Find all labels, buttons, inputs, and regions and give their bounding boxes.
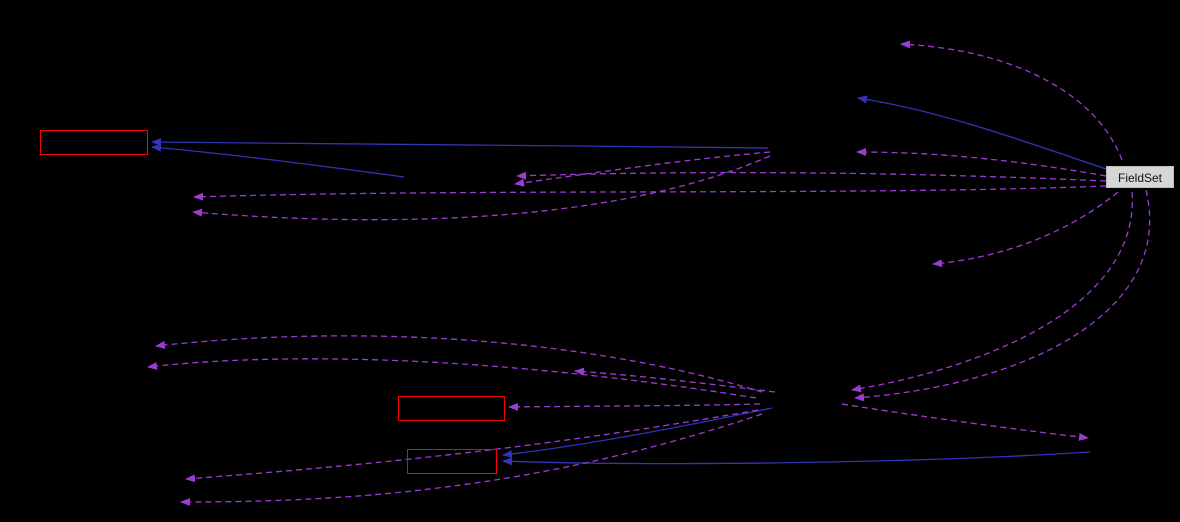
graph-edge: [856, 148, 1107, 177]
graph-edge: [857, 95, 1107, 170]
graph-edge: [502, 407, 773, 458]
graph-node-red-1[interactable]: [40, 130, 148, 155]
graph-node-fieldset[interactable]: FieldSet: [1106, 166, 1174, 188]
graph-edge: [151, 138, 769, 149]
graph-edge: [185, 409, 759, 483]
graph-edge: [574, 367, 776, 393]
graph-edge: [151, 143, 405, 178]
graph-edge: [841, 403, 1089, 441]
graph-edge: [155, 335, 763, 393]
graph-node-red-3[interactable]: [407, 449, 497, 474]
graph-edge: [900, 40, 1123, 161]
graph-edge: [502, 451, 1091, 466]
graph-edge: [932, 191, 1119, 268]
graph-edge: [516, 171, 1107, 182]
graph-edge: [193, 185, 1107, 201]
graph-edge: [854, 189, 1151, 402]
graph-edge: [192, 155, 771, 221]
graph-edge: [180, 413, 763, 506]
graph-edge: [508, 402, 761, 411]
graph-edge: [851, 191, 1133, 393]
graph-edge: [147, 358, 757, 399]
graph-node-red-2[interactable]: [398, 396, 505, 421]
graph-edge: [514, 151, 771, 187]
